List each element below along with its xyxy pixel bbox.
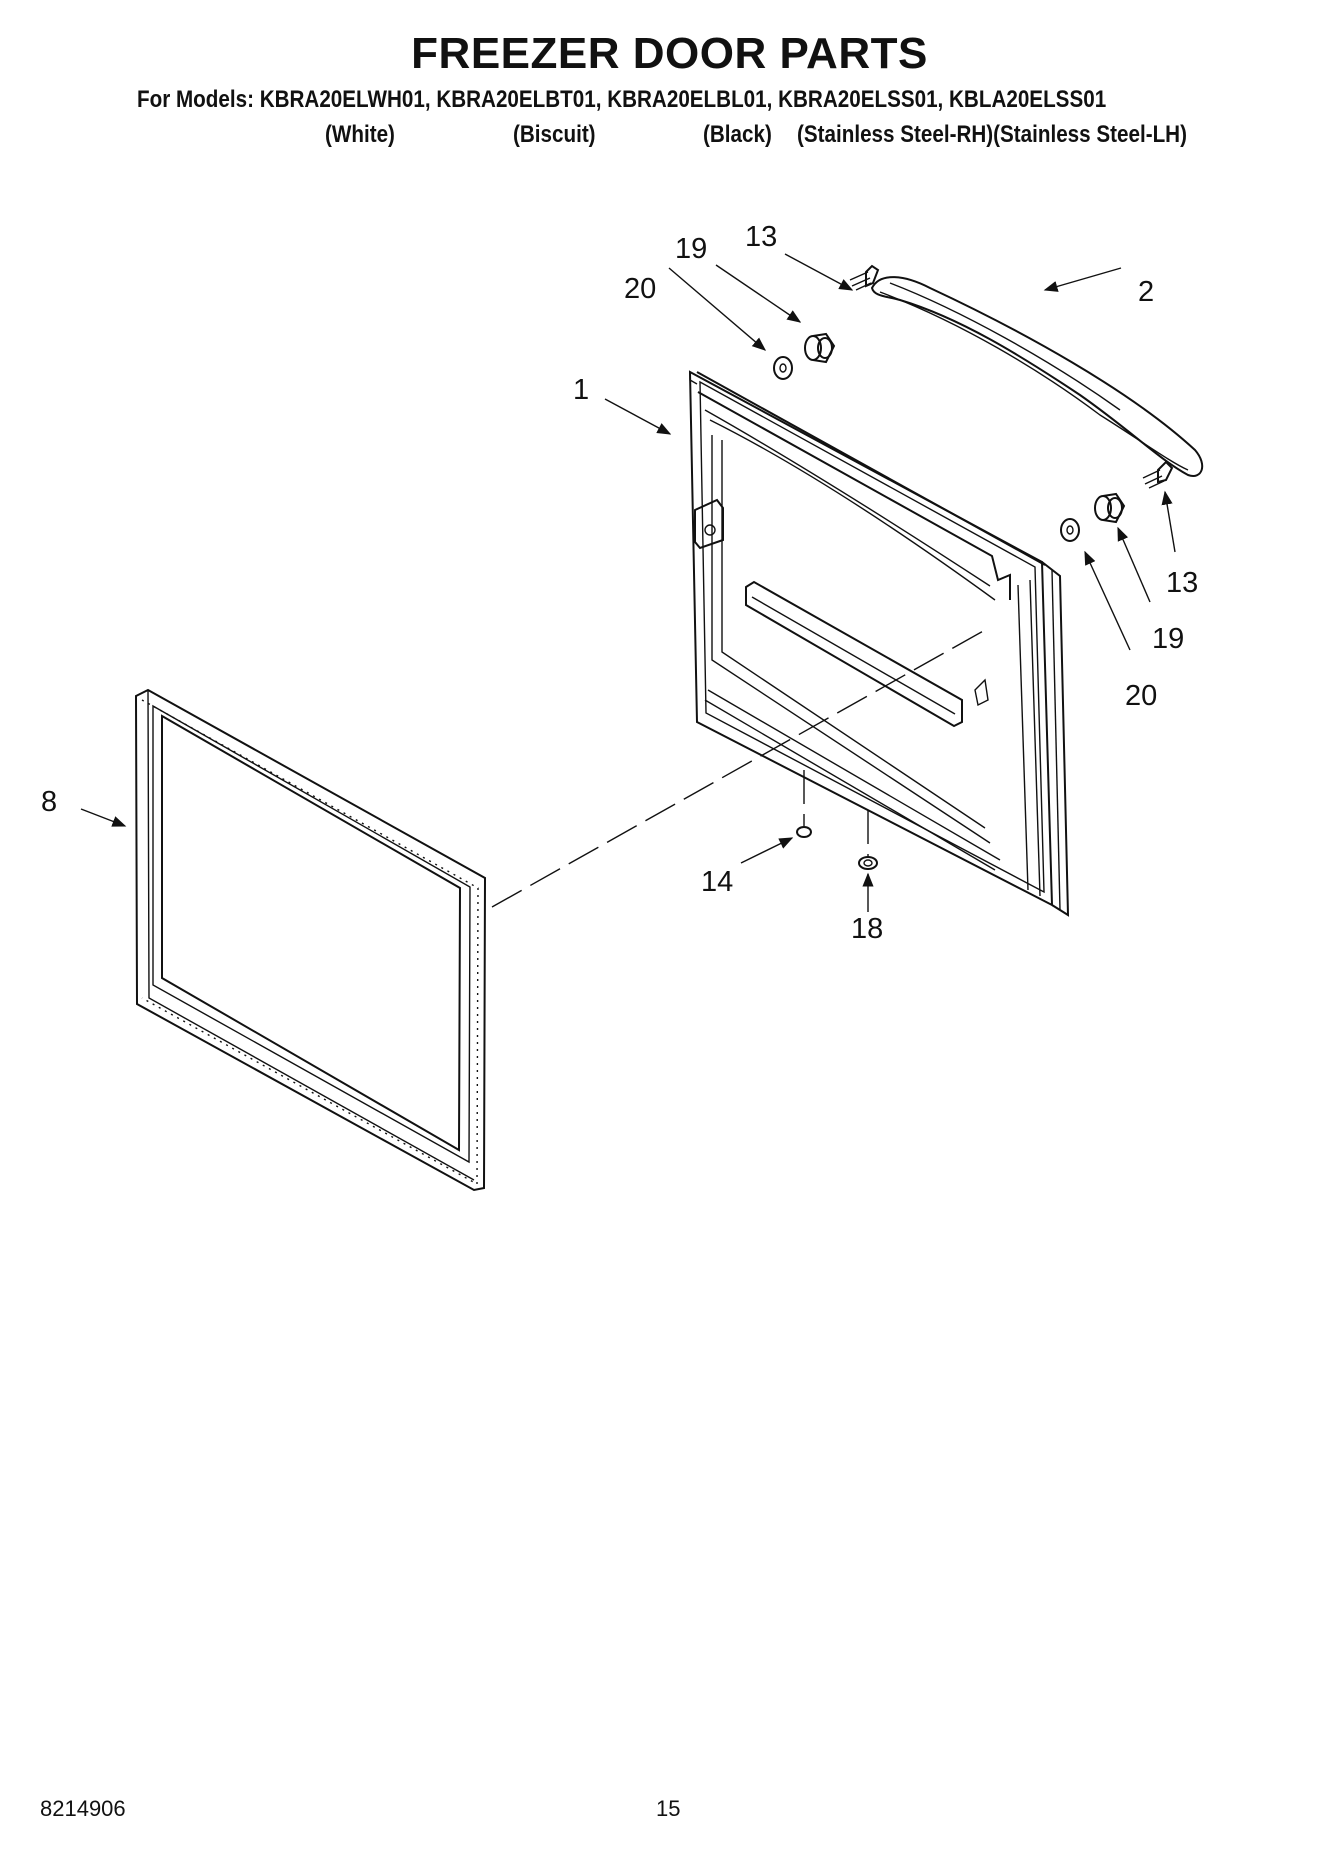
- finish-black: (Black): [703, 121, 772, 148]
- finish-biscuit: (Biscuit): [513, 121, 596, 148]
- models-line: For Models: KBRA20ELWH01, KBRA20ELBT01, …: [137, 86, 1107, 113]
- callout-washer-top: 20: [624, 273, 656, 305]
- door-gasket: [134, 688, 487, 1192]
- callout-screw-top: 13: [745, 221, 777, 253]
- callout-washer-right: 20: [1125, 680, 1157, 712]
- finish-stainless: (Stainless Steel-RH)(Stainless Steel-LH): [797, 121, 1187, 148]
- page-number: 15: [656, 1796, 681, 1821]
- callout-bottom-washer: 18: [851, 913, 883, 945]
- callout-stud-top: 19: [675, 233, 707, 265]
- callout-bottom-screw: 14: [701, 866, 733, 898]
- callout-door: 1: [573, 374, 589, 406]
- callout-screw-right: 13: [1166, 567, 1198, 599]
- finish-white: (White): [325, 121, 395, 148]
- callout-handle: 2: [1138, 276, 1154, 308]
- leader-lines: [80, 253, 1176, 912]
- callout-gasket: 8: [41, 786, 57, 818]
- bottom-fasteners: [796, 770, 878, 870]
- document-number: 8214906: [40, 1796, 126, 1821]
- top-hardware: [773, 264, 880, 380]
- freezer-door: [688, 370, 1070, 917]
- right-hardware: [1060, 460, 1174, 542]
- callout-stud-right: 19: [1152, 623, 1184, 655]
- door-handle: [870, 276, 1204, 477]
- page-title: FREEZER DOOR PARTS: [411, 29, 928, 78]
- alignment-line: [491, 629, 986, 908]
